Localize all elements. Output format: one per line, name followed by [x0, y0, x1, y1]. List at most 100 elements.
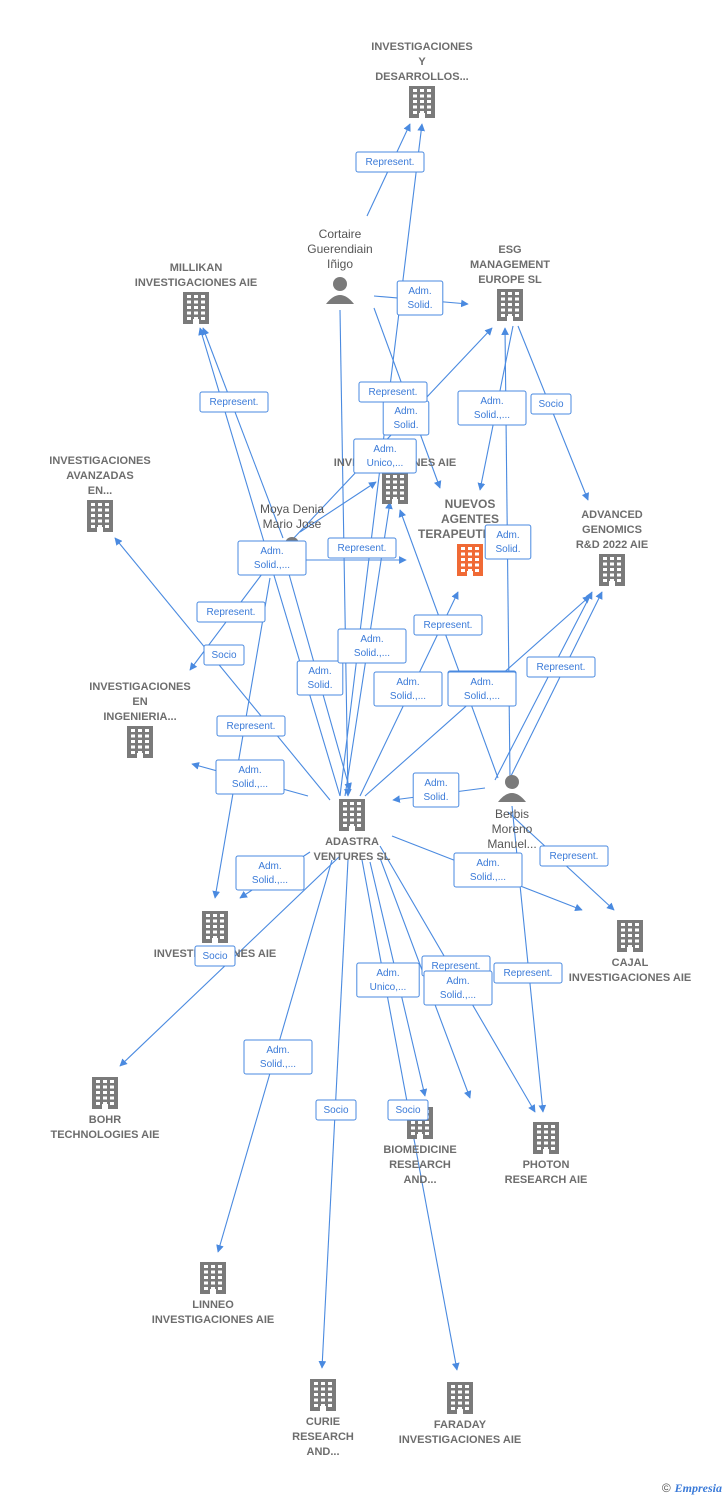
building-window [418, 1126, 422, 1130]
building-door [417, 1134, 423, 1139]
building-window [91, 514, 95, 517]
edge-label[interactable]: Represent. [358, 381, 428, 403]
building-window [314, 1398, 318, 1402]
edge-label[interactable]: Socio [194, 945, 236, 967]
edge-label[interactable]: Adm.Solid.,... [215, 759, 285, 795]
edge-label[interactable]: Adm.Solid. [396, 280, 444, 316]
edge-label[interactable]: Represent. [355, 151, 425, 173]
building-window [138, 745, 142, 749]
edge-label[interactable]: Adm.Solid.,... [447, 671, 517, 707]
edge-label[interactable]: Socio [530, 393, 572, 415]
building-window [393, 497, 397, 500]
node-inv_ing[interactable]: INVESTIGACIONESENINGENIERIA... [89, 681, 191, 758]
building-window [468, 547, 472, 550]
building-window [103, 1102, 107, 1105]
edge-label[interactable]: Represent. [526, 656, 596, 678]
building-window [211, 1265, 215, 1268]
edge-label[interactable]: Adm.Solid. [412, 772, 460, 808]
edge-label[interactable]: Represent. [216, 715, 286, 737]
building-window [220, 925, 224, 928]
node-inv_avanzadas[interactable]: INVESTIGACIONESAVANZADASEN... [49, 455, 151, 532]
node-label: Cortaire [319, 227, 362, 241]
edge-label[interactable]: Represent. [199, 391, 269, 413]
building-window [357, 807, 361, 811]
person-icon [498, 775, 526, 802]
building-window [321, 1393, 325, 1396]
building-window [328, 1387, 332, 1391]
node-label: MANAGEMENT [470, 259, 550, 271]
edge-label-text: Adm. [360, 634, 383, 645]
edge-label[interactable]: Socio [387, 1099, 429, 1121]
node-inv_y_des[interactable]: INVESTIGACIONESYDESARROLLOS... [371, 41, 473, 118]
edge-label[interactable]: Adm.Solid.,... [243, 1039, 313, 1075]
building-window [628, 945, 632, 948]
edge-label[interactable]: Represent. [413, 614, 483, 636]
building-window [425, 1126, 429, 1130]
edge-label[interactable]: Represent. [196, 601, 266, 623]
building-window [131, 734, 135, 738]
edge-label[interactable]: Adm.Solid.,... [453, 852, 523, 888]
building-window [610, 579, 614, 582]
building-window [321, 1382, 325, 1385]
building-window [458, 1407, 462, 1410]
building-door [392, 499, 398, 504]
node-label: INVESTIGACIONES AIE [135, 277, 257, 289]
building-door [320, 1406, 326, 1411]
building-window [400, 497, 404, 500]
building-window [187, 306, 191, 309]
building-window [418, 1121, 422, 1124]
edge-label[interactable]: Adm.Solid.,... [235, 855, 305, 891]
edge-label[interactable]: Represent. [327, 537, 397, 559]
node-label: EUROPE SL [478, 274, 542, 286]
building-window [204, 1265, 208, 1268]
building-window [145, 734, 149, 738]
edge-label[interactable]: Represent. [539, 845, 609, 867]
building-icon [127, 726, 153, 758]
building-window [201, 317, 205, 320]
building-window [515, 308, 519, 312]
edge-label[interactable]: Adm. Solid.,... [457, 390, 527, 426]
edge-label[interactable]: Adm.Solid. [484, 524, 532, 560]
edge-label[interactable]: Socio [203, 644, 245, 666]
building-window [201, 311, 205, 315]
edge-label[interactable]: Adm.Solid.,... [337, 628, 407, 664]
edge-label-text: Adm. [470, 677, 493, 688]
building-window [515, 303, 519, 306]
edge-label[interactable]: Adm.Unico,... [353, 438, 417, 474]
edge-label-box [453, 852, 523, 888]
edge-label[interactable]: Socio [315, 1099, 357, 1121]
building-window [220, 914, 224, 917]
edge-label[interactable]: Adm.Solid.,... [423, 970, 493, 1006]
node-berbis[interactable]: BerbisMorenoManuel... [487, 775, 537, 851]
building-window [420, 105, 424, 109]
edge-label[interactable]: Adm.Solid.,... [237, 540, 307, 576]
node-biomedicine[interactable]: BIOMEDICINERESEARCHAND... [383, 1107, 457, 1186]
edge-label[interactable]: Adm.Unico,... [356, 962, 420, 998]
building-window [386, 475, 390, 478]
node-label: GENOMICS [582, 524, 642, 536]
edge-label[interactable]: Adm.Solid. [382, 400, 430, 436]
building-icon [339, 799, 365, 831]
edge-label[interactable]: Represent. [493, 962, 563, 984]
edge-moya-to-inv_left [212, 577, 271, 899]
edge-label[interactable]: Adm.Solid. [296, 660, 344, 696]
edge-label-text: Solid.,... [474, 410, 510, 421]
edge-label-text: Represent. [338, 543, 387, 554]
node-label: Moya Denia [260, 502, 324, 516]
building-window [314, 1404, 318, 1407]
edge-label[interactable]: Adm.Solid.,... [373, 671, 443, 707]
building-window [610, 562, 614, 566]
building-window [386, 491, 390, 495]
node-curie[interactable]: CURIERESEARCHAND... [292, 1379, 354, 1458]
edge-label-text: Adm. [480, 396, 503, 407]
